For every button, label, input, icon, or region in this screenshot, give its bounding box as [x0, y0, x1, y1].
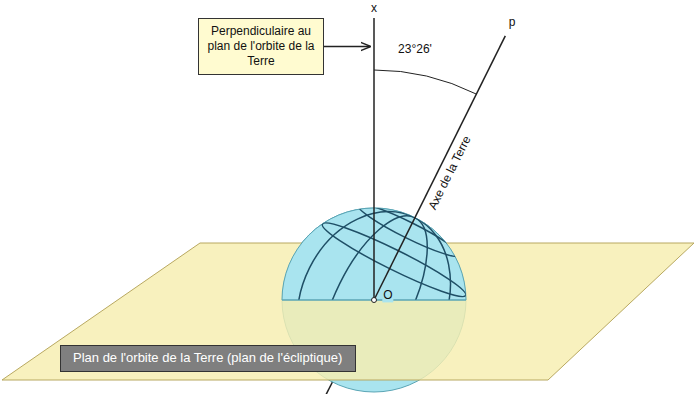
axis-letter: p: [509, 16, 516, 29]
axis-name: Axe de la Terre: [426, 134, 474, 212]
angle-value: 23°26': [398, 43, 432, 56]
plane-caption-box: Plan de l'orbite de la Terre (plan de l'…: [60, 345, 356, 372]
center-point: [372, 298, 377, 303]
leader-group: [324, 46, 370, 47]
node-text: Perpendiculaire au plan de l'orbite de l…: [205, 24, 317, 69]
leader-arrow: [324, 46, 370, 47]
node-text: Plan de l'orbite de la Terre (plan de l'…: [73, 350, 343, 366]
perpendicular-line: [373, 18, 375, 300]
note-box: Perpendiculaire au plan de l'orbite de l…: [198, 18, 324, 75]
angle-arc: [374, 70, 476, 94]
earth-axis: [374, 36, 505, 300]
axis-letter: x: [371, 2, 377, 15]
center-letter: O: [382, 289, 393, 302]
